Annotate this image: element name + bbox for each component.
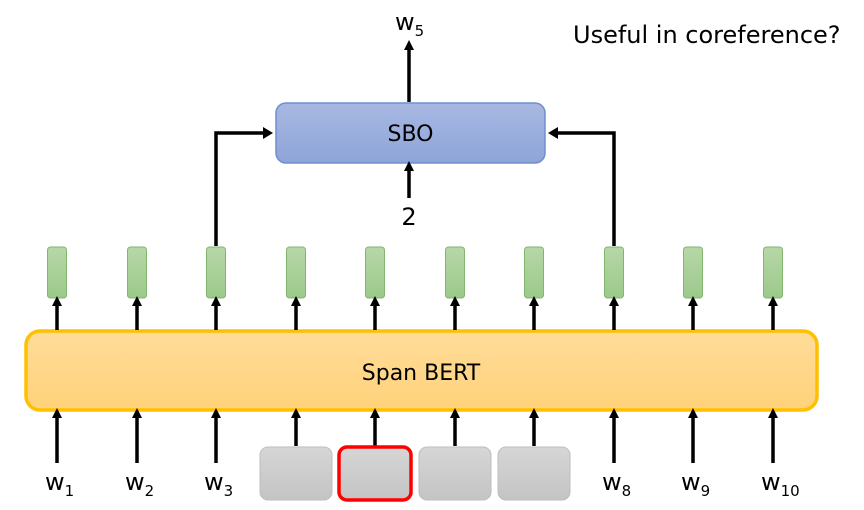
token-base: w <box>204 468 224 496</box>
input-token-label: w3 <box>204 468 233 500</box>
boundary-to-sbo-arrowhead <box>548 127 558 139</box>
input-token-label: w2 <box>125 468 154 500</box>
input-token-label: w9 <box>681 468 710 500</box>
masked-token-target <box>337 445 413 502</box>
token-subscript: 3 <box>224 482 234 500</box>
boundary-to-sbo-connector <box>554 131 616 246</box>
token-subscript: 9 <box>701 482 711 500</box>
boundary-to-sbo-arrowhead <box>263 127 273 139</box>
token-base: w <box>45 468 65 496</box>
slide-title: Useful in coreference? <box>573 21 841 49</box>
sbo-output-base: w <box>395 8 415 36</box>
masked-token <box>259 446 333 501</box>
token-column: w1 <box>45 246 74 500</box>
token-column <box>337 246 413 502</box>
token-subscript: 10 <box>781 482 800 500</box>
sbo-label: SBO <box>388 122 434 147</box>
token-column: w3 <box>204 127 273 500</box>
sbo-output-sub: 5 <box>415 22 425 40</box>
token-column: w8 <box>548 127 631 500</box>
token-column <box>418 246 492 501</box>
token-subscript: 2 <box>145 482 155 500</box>
masked-token <box>497 446 571 501</box>
input-token-label: w1 <box>45 468 74 500</box>
input-token-label: w10 <box>761 468 800 500</box>
hidden-state <box>683 246 703 299</box>
token-column <box>259 246 333 501</box>
hidden-state <box>524 246 544 299</box>
hidden-state <box>286 246 306 299</box>
token-base: w <box>761 468 781 496</box>
span-bert-encoder: Span BERT <box>24 329 819 412</box>
hidden-state <box>445 246 465 299</box>
token-base: w <box>681 468 701 496</box>
boundary-to-sbo-connector <box>214 131 267 246</box>
token-column: w10 <box>761 246 800 500</box>
input-token-label: w8 <box>602 468 631 500</box>
token-subscript: 8 <box>622 482 632 500</box>
hidden-state <box>763 246 783 299</box>
hidden-state <box>365 246 385 299</box>
masked-token <box>418 446 492 501</box>
token-column: w2 <box>125 246 154 500</box>
hidden-state <box>127 246 147 299</box>
position-input-label: 2 <box>401 203 416 231</box>
hidden-state <box>604 246 624 299</box>
token-subscript: 1 <box>65 482 75 500</box>
sbo-output-label: w5 <box>395 8 424 40</box>
hidden-state <box>47 246 67 299</box>
sbo-box: SBO <box>275 102 546 164</box>
encoder-label: Span BERT <box>362 361 481 386</box>
token-base: w <box>125 468 145 496</box>
svg-text:w5: w5 <box>395 8 424 40</box>
hidden-state <box>206 246 226 299</box>
token-base: w <box>602 468 622 496</box>
token-column <box>497 246 571 501</box>
token-column: w9 <box>681 246 710 500</box>
